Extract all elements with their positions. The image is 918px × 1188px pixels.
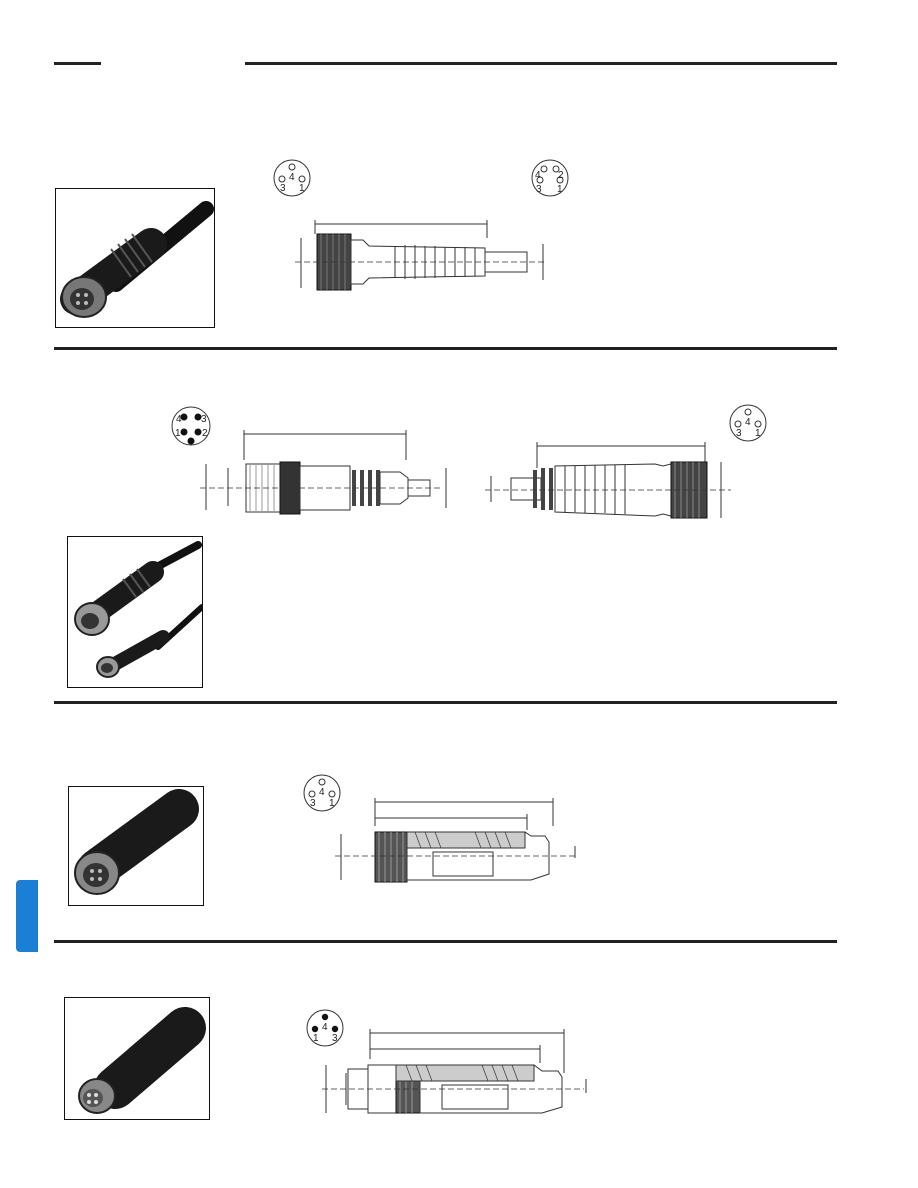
pin-label: 4: [745, 417, 751, 428]
pin-diagram-s4: 4 1 3: [305, 1008, 345, 1048]
product-photo-female-field-attachable: [68, 786, 204, 906]
pin-label: 4: [289, 172, 295, 183]
pin-label: 2: [558, 170, 564, 181]
pin-diagram-s2-a: 4 3 1 2: [170, 405, 212, 447]
header-rule-left: [54, 62, 101, 65]
dimension-drawing-s4: [322, 1027, 592, 1119]
pin-label: 3: [332, 1033, 338, 1044]
pin-label: 1: [175, 428, 181, 439]
pin-label: 1: [313, 1033, 319, 1044]
dimension-drawing-s3: [335, 796, 585, 888]
section-divider-3: [54, 940, 837, 943]
dimension-drawing-s2-male: [200, 430, 450, 520]
product-photo-male-field-attachable: [64, 997, 210, 1120]
pin-label: 3: [201, 414, 207, 425]
product-photo-female-straight-cable: [55, 188, 215, 328]
pin-label: 1: [329, 798, 335, 809]
pin-label: 3: [310, 798, 316, 809]
pin-label: 2: [202, 428, 208, 439]
pin-diagram-s2-b: 4 3 1: [728, 403, 768, 443]
pin-label: 4: [176, 414, 182, 425]
section-divider-1: [54, 347, 837, 350]
dimension-drawing-s2-female: [485, 440, 735, 525]
pin-label: 3: [280, 183, 286, 194]
pin-label: 1: [557, 184, 563, 195]
pin-label: 3: [736, 428, 742, 439]
dimension-drawing-s1: [295, 218, 555, 298]
section-divider-2: [54, 701, 837, 704]
product-photo-male-female-pair: [67, 536, 203, 688]
pin-diagram-s1-b: 4 2 3 1: [530, 158, 570, 198]
pin-diagram-s3: 4 3 1: [302, 773, 342, 813]
pin-label: 4: [535, 170, 541, 181]
pin-diagram-s1-a: 4 3 1: [272, 158, 312, 198]
section-tab-marker: [16, 880, 38, 952]
pin-label: 1: [755, 428, 761, 439]
header-rule-right: [245, 62, 837, 65]
pin-label: 3: [536, 184, 542, 195]
pin-label: 1: [299, 183, 305, 194]
pin-label: 4: [319, 787, 325, 798]
pin-label: 4: [322, 1022, 328, 1033]
